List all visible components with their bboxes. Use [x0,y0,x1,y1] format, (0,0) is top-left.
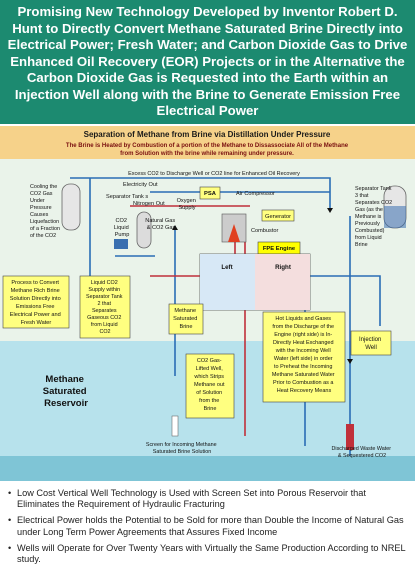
injection-well-text: Injection Well [359,337,383,351]
discharged-label: Discharged Waste Water & Sequestered CO2 [331,446,392,459]
excess-co2-line [70,177,331,208]
air-compressor-label: Air Compressor [236,191,275,197]
electricity-out-label: Electricity Out [123,182,158,188]
left-label: Left [221,264,232,271]
process-diagram: Separation of Methane from Brine via Dis… [0,126,415,481]
natural-gas-co2-label: Natural Gas & CO2 Gas [145,218,176,231]
separator-tank-2 [136,211,152,249]
bullet-item: Electrical Power holds the Potential to … [8,515,410,537]
injection-well-box [350,330,392,356]
generator-box [261,209,295,222]
process-box-text: Process to Convert Methane Rich Brine So… [10,280,63,326]
oxygen-supply-label: Oxygen Supply [177,198,198,211]
discharge-well [346,424,354,450]
diagram-title-band [0,126,415,159]
co2-pump-icon [114,239,128,249]
co2-liquid-pump-label: CO2 Liquid Pump [114,218,131,238]
process-box [2,275,70,329]
fpe-engine-label: FPE Engine [263,246,296,252]
well-screen [171,415,179,437]
liquid-co2-box [79,275,131,339]
diagram-subtitle-1: The Brine is Heated by Combustion of a p… [66,143,349,149]
methane-saturated-brine-box [168,303,204,335]
bullet-item: Wells will Operate for Over Twenty Years… [8,543,410,565]
liquid-co2-box-text: Liquid CO2 Supply within Separator Tank … [86,280,124,335]
methane-saturated-brine-text: Methane Saturated Brine [173,308,199,330]
right-label: Right [275,264,291,271]
nitrogen-out-label: Nitrogen Out [133,201,165,207]
header-banner: Promising New Technology Developed by In… [0,0,415,124]
combustor-label: Combustor [251,228,278,234]
cooling-box-text: Cooling the CO2 Gas Under Pressure Cause… [30,184,61,239]
excess-co2-label: Excess CO2 to Discharge Well or CO2 line… [128,171,300,177]
separator-tank3-text: Separator Tank 3 that Separates CO2 Gas … [355,186,394,248]
co2-gas-lifted-box [185,353,235,419]
co2-gas-lifted-text: CO2 Gas- Lifted Well, which Strips Metha… [193,358,226,412]
diagram-title: Separation of Methane from Brine via Dis… [84,130,331,139]
flame-icon [228,224,240,242]
psa-label: PSA [204,191,217,197]
diagram-subtitle-2: from Solution with the brine while remai… [120,151,294,157]
header-title: Promising New Technology Developed by In… [7,3,408,119]
separator-tanks-label: Separator Tank s [106,194,148,200]
separator-tank-1 [61,183,81,231]
screen-label: Screen for Incoming Methane Saturated Br… [146,442,218,455]
hot-liquids-box [262,311,346,403]
bullet-item: Low Cost Vertical Well Technology is Use… [8,488,410,510]
bullet-list: Low Cost Vertical Well Technology is Use… [8,488,410,570]
reservoir-label: Methane Saturated Reservoir [43,374,89,409]
psa-box [199,186,221,200]
generator-label: Generator [265,214,291,220]
hot-liquids-text: Hot Liquids and Gases from the Discharge… [272,316,336,394]
